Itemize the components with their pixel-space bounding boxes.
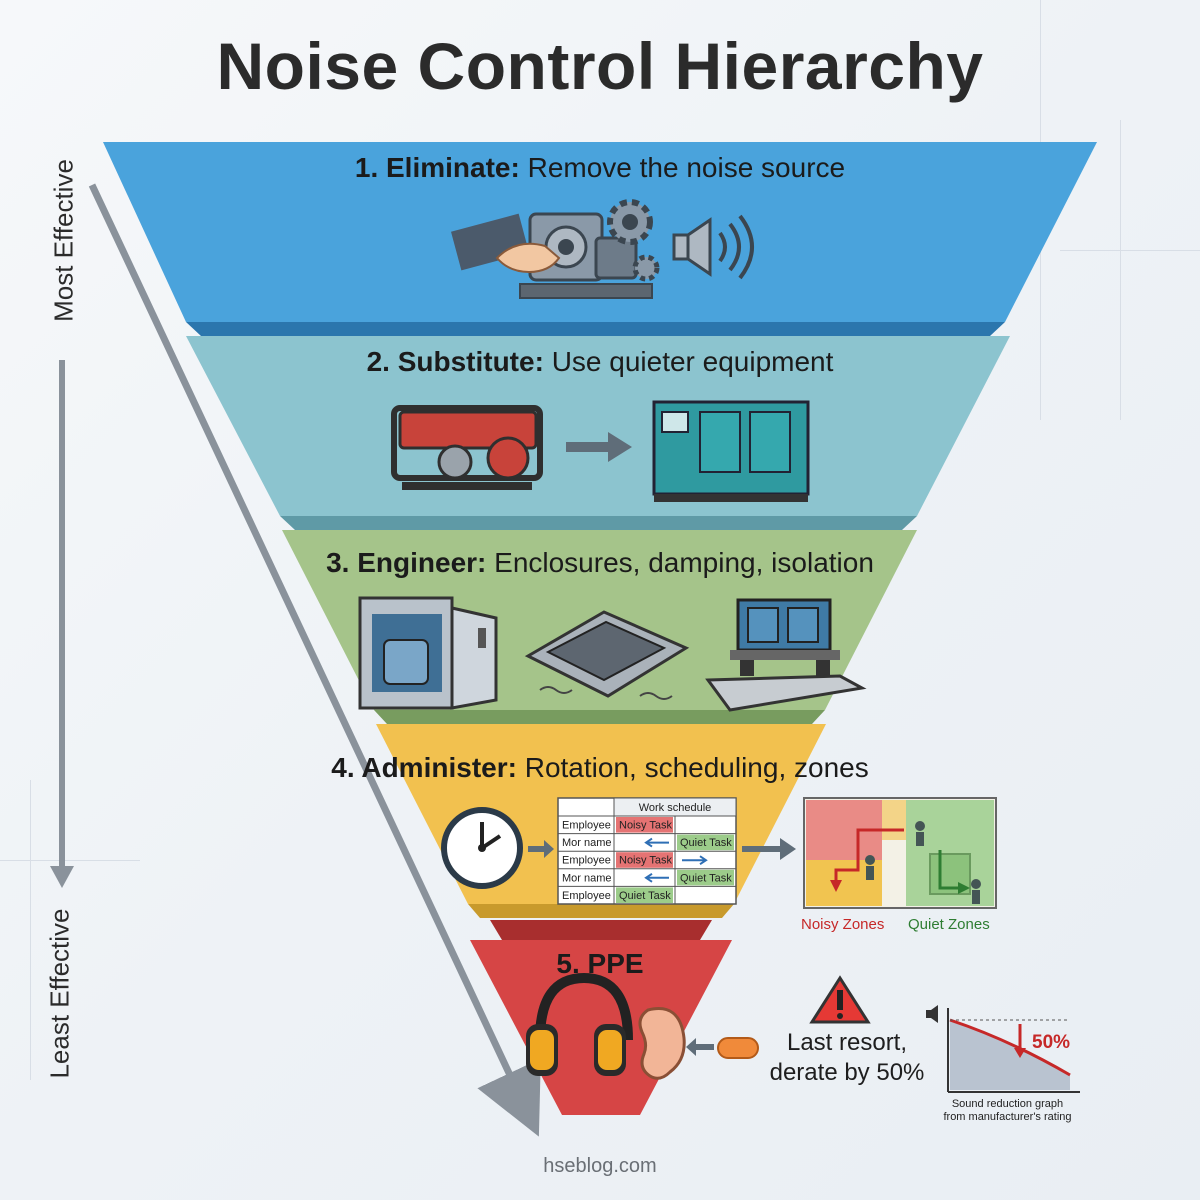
earplug-icon xyxy=(686,1037,759,1059)
schedule-task-cell xyxy=(677,869,734,886)
bg-line xyxy=(30,780,31,1080)
bg-line xyxy=(0,860,140,861)
loud-generator-icon xyxy=(391,405,543,490)
least-effective-label: Least Effective xyxy=(44,908,75,1079)
schedule-employee-name: Employee xyxy=(562,855,611,867)
tier-2-title: 2. Substitute: Use quieter equipment xyxy=(366,346,834,377)
machine-removal-icon xyxy=(451,212,653,299)
schedule-employee-name: Mor name xyxy=(562,837,612,849)
schedule-employee-name: Employee xyxy=(562,820,611,832)
swap-arrow-icon xyxy=(682,855,708,866)
schedule-task-label: Quiet Task xyxy=(680,872,732,884)
person-icon xyxy=(971,879,981,889)
schedule-task-cell xyxy=(616,852,673,868)
schedule-task-label: Noisy Task xyxy=(619,855,672,867)
bg-line xyxy=(1120,120,1121,420)
schedule-task-cell xyxy=(677,834,734,851)
vertical-arrow-head xyxy=(50,866,74,888)
schedule-task-label: Noisy Task xyxy=(619,820,672,832)
effectiveness-diagonal-arrow xyxy=(88,183,541,1137)
person-icon xyxy=(915,821,925,831)
arrow-right-icon xyxy=(566,432,632,462)
acoustic-enclosure-icon xyxy=(358,596,498,710)
schedule-task-label: Quiet Task xyxy=(680,837,732,849)
most-effective-label: Most Effective xyxy=(48,159,79,322)
schedule-task-cell xyxy=(616,887,673,903)
clock-icon xyxy=(441,807,523,889)
schedule-employee-name: Employee xyxy=(562,890,611,902)
schedule-header: Work schedule xyxy=(639,802,712,814)
graph-percent: 50% xyxy=(1032,1032,1070,1053)
zone-map xyxy=(803,797,997,909)
tier-5-title: 5. PPE xyxy=(556,948,644,979)
damping-pad-icon xyxy=(524,610,690,700)
ear-icon xyxy=(638,1007,686,1080)
sound-reduction-graph: 50% xyxy=(926,1005,1080,1093)
swap-arrow-icon xyxy=(644,837,669,848)
gear-icon xyxy=(607,199,660,282)
vibration-isolation-icon xyxy=(705,598,867,712)
schedule-task-cell xyxy=(616,817,673,833)
swap-arrow-icon xyxy=(644,872,669,883)
page-title: Noise Control Hierarchy xyxy=(216,29,984,103)
warning-icon xyxy=(809,975,871,1024)
person-icon xyxy=(865,855,875,865)
quiet-zones-label: Quiet Zones xyxy=(908,916,990,933)
quiet-genset-icon xyxy=(652,400,810,502)
arrow-right-icon xyxy=(528,838,796,860)
speaker-icon xyxy=(672,214,754,280)
tier-1-title: 1. Eliminate: Remove the noise source xyxy=(354,152,846,183)
noisy-zones-label: Noisy Zones xyxy=(801,916,885,933)
bg-line xyxy=(1060,250,1200,251)
footer-credit: hseblog.com xyxy=(543,1155,657,1177)
schedule-task-label: Quiet Task xyxy=(619,890,671,902)
ppe-note: Last resort, derate by 50% xyxy=(769,1029,925,1086)
earmuffs-icon xyxy=(526,972,633,1076)
speaker-icon xyxy=(926,1005,938,1023)
graph-caption: Sound reduction graph from manufacturer'… xyxy=(943,1098,1072,1123)
schedule-employee-name: Mor name xyxy=(562,872,612,884)
tier-4-title: 4. Administer: Rotation, scheduling, zon… xyxy=(331,752,869,783)
tier-3-title: 3. Engineer: Enclosures, damping, isolat… xyxy=(326,547,874,578)
